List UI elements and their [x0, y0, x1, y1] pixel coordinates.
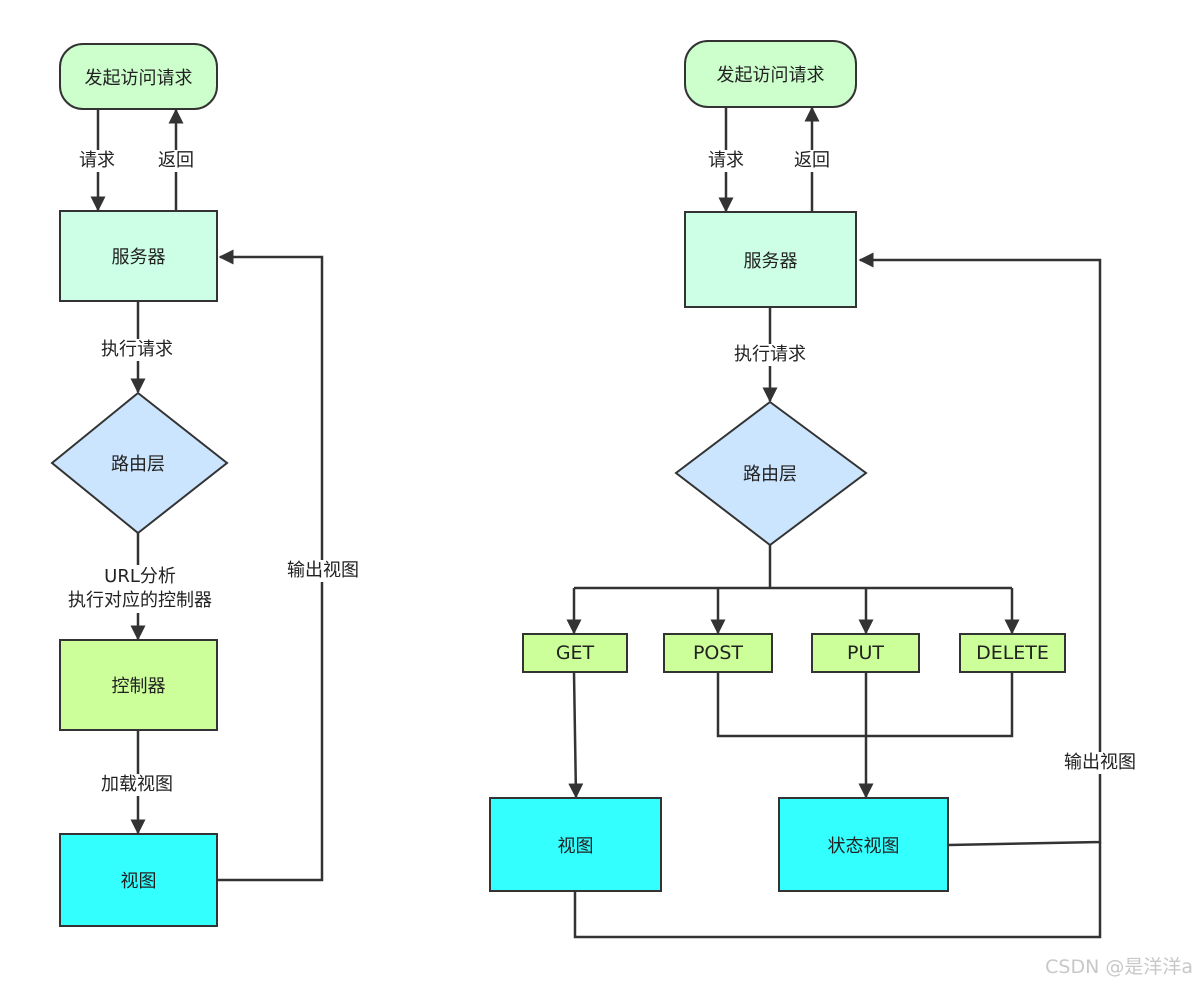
left-url-line1: URL分析: [104, 566, 176, 587]
get-node: GET: [522, 633, 628, 673]
right-request-label: 请求: [707, 150, 745, 172]
right-server-node: 服务器: [684, 211, 857, 308]
post-node: POST: [663, 633, 773, 673]
left-url-label: URL分析 执行对应的控制器: [58, 565, 222, 613]
status-view-node: 状态视图: [778, 797, 949, 892]
left-exec-label: 执行请求: [100, 339, 174, 361]
left-return-label: 返回: [157, 150, 195, 172]
left-request-label: 请求: [78, 150, 116, 172]
left-router-label: 路由层: [111, 454, 165, 475]
left-start-node: 发起访问请求: [59, 43, 218, 110]
left-server-node: 服务器: [59, 210, 218, 302]
view-return-line: [573, 842, 1102, 939]
right-router-label: 路由层: [743, 464, 797, 485]
put-node: PUT: [811, 633, 920, 673]
right-start-node: 发起访问请求: [684, 40, 857, 108]
right-exec-label: 执行请求: [733, 344, 807, 366]
left-router-diamond: [50, 391, 229, 535]
left-url-line2: 执行对应的控制器: [68, 590, 212, 611]
left-controller-node: 控制器: [59, 639, 218, 731]
right-return-label: 返回: [793, 150, 831, 172]
csdn-watermark: CSDN @是洋洋a: [1045, 956, 1193, 978]
right-output-view-label: 输出视图: [1063, 752, 1137, 774]
right-output-arrow: [858, 252, 1102, 847]
left-view-node: 视图: [59, 833, 218, 927]
right-view-node: 视图: [489, 797, 662, 892]
delete-node: DELETE: [959, 633, 1066, 673]
left-load-view-label: 加载视图: [100, 774, 174, 796]
left-output-view-label: 输出视图: [286, 560, 360, 582]
get-to-view-arrow: [568, 672, 584, 799]
